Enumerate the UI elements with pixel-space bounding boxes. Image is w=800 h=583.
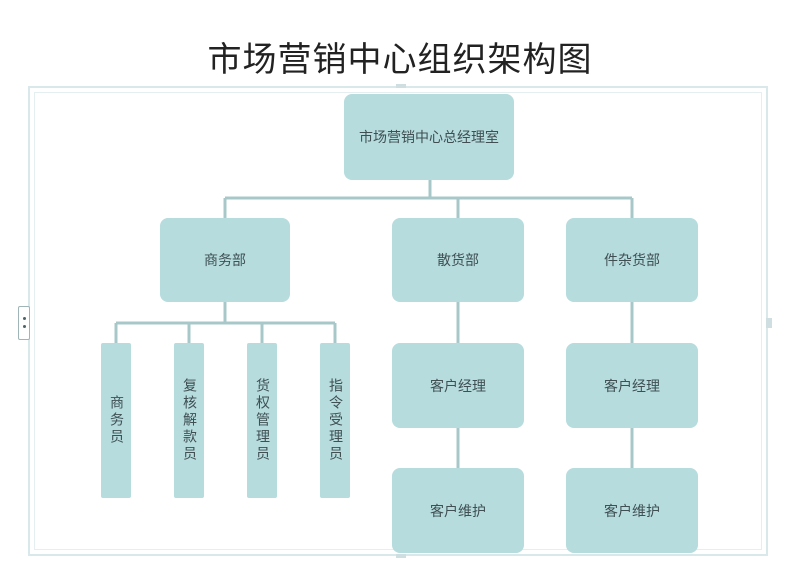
frame-resize-handle-left[interactable] <box>18 306 30 340</box>
node-dept-bulk[interactable]: 散货部 <box>392 218 524 302</box>
node-general-manager-office[interactable]: 市场营销中心总经理室 <box>344 94 514 180</box>
node-bulk-account-manager[interactable]: 客户经理 <box>392 343 524 428</box>
frame-resize-handle-right[interactable] <box>766 318 772 328</box>
frame-resize-handle-bottom[interactable] <box>396 554 406 558</box>
frame-resize-handle-top[interactable] <box>396 84 406 88</box>
node-parcel-customer-maintenance[interactable]: 客户维护 <box>566 468 698 553</box>
chart-title: 市场营销中心组织架构图 <box>207 40 593 80</box>
node-dept-business[interactable]: 商务部 <box>160 218 290 302</box>
node-review-payment-staff[interactable]: 复核解款员 <box>174 343 204 498</box>
node-cargo-rights-staff[interactable]: 货权管理员 <box>247 343 277 498</box>
handle-dot-icon <box>23 325 26 328</box>
node-parcel-account-manager[interactable]: 客户经理 <box>566 343 698 428</box>
node-instruction-staff[interactable]: 指令受理员 <box>320 343 350 498</box>
node-dept-parcel[interactable]: 件杂货部 <box>566 218 698 302</box>
handle-dot-icon <box>23 317 26 320</box>
node-bulk-customer-maintenance[interactable]: 客户维护 <box>392 468 524 553</box>
node-business-staff[interactable]: 商务员 <box>101 343 131 498</box>
